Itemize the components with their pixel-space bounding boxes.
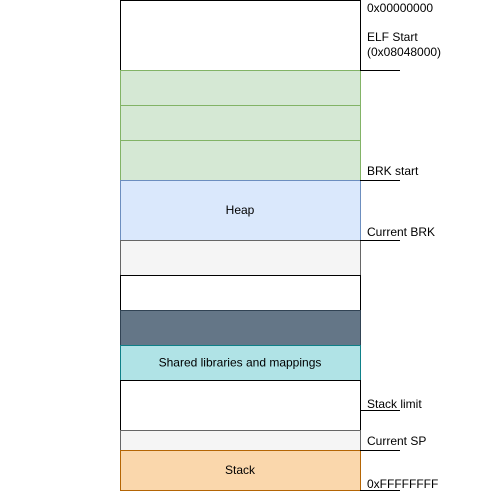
segment-elf-section-2 [120,105,361,141]
segment-unused-1 [120,240,361,276]
segment-box-elf-section-3 [120,140,361,181]
segment-unused-2 [120,275,361,311]
segment-free-below-libs [120,380,361,431]
segment-box-free-below-libs [120,380,361,431]
segment-shared-libraries: Shared libraries and mappings [120,345,361,381]
segment-stack-reserve [120,430,361,451]
marker-label-brk-start: BRK start [367,164,419,178]
segment-label-stack: Stack [225,463,256,477]
marker-stack-limit: Stack limit [360,397,422,411]
segment-stack: Stack [120,450,361,491]
marker-label-addr-start: 0x00000000 [367,1,433,15]
marker-elf-start: ELF Start(0x08048000) [360,30,441,71]
segment-box-elf-section-1 [120,70,361,106]
marker-label-addr-end: 0xFFFFFFFF [367,477,438,491]
marker-label-current-brk: Current BRK [367,225,435,239]
segment-label-heap: Heap [226,203,255,217]
segment-heap: Heap [120,180,361,241]
segment-box-unused-2 [120,275,361,311]
segment-elf-section-3 [120,140,361,181]
marker-addr-end: 0xFFFFFFFF [360,477,438,491]
marker-brk-start: BRK start [360,164,419,181]
segment-box-heap [120,180,361,241]
segment-box-elf-section-2 [120,105,361,141]
marker-label-current-sp: Current SP [367,434,426,448]
marker-current-brk: Current BRK [360,225,435,241]
marker-addr-start: 0x00000000 [367,1,433,15]
segment-box-unused-1 [120,240,361,276]
marker-label-elf-start: (0x08048000) [367,45,441,59]
marker-label-stack-limit: Stack limit [367,397,422,411]
segment-reserved [120,310,361,346]
segment-box-shared-libraries [120,345,361,381]
segment-elf-header [120,0,361,71]
segment-elf-section-1 [120,70,361,106]
marker-label-elf-start: ELF Start [367,30,418,44]
segment-box-stack-reserve [120,430,361,451]
segment-box-stack [120,450,361,491]
segment-label-shared-libraries: Shared libraries and mappings [159,356,322,370]
segment-box-elf-header [120,0,361,71]
segment-box-reserved [120,310,361,346]
marker-current-sp: Current SP [360,434,426,451]
